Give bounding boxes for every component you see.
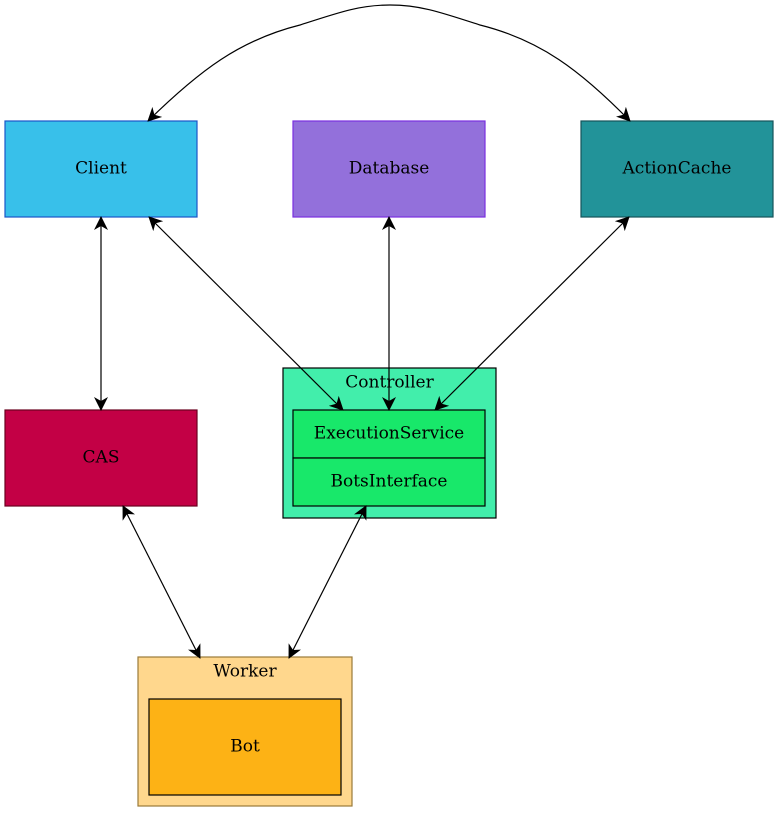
cas-node: CAS [4, 409, 198, 507]
worker-cluster-label: Worker [213, 662, 277, 682]
database-node: Database [292, 120, 486, 218]
execution-service-node: ExecutionService [292, 409, 486, 459]
bot-node-box [148, 698, 342, 796]
action-cache-node-label: ActionCache [622, 159, 732, 179]
action-cache-node: ActionCache [580, 120, 774, 218]
database-node-box [292, 120, 486, 218]
client-node-box [4, 120, 198, 218]
bots-interface-node: BotsInterface [292, 457, 486, 507]
bot-node: Bot [148, 698, 342, 796]
controller-cluster-label: Controller [345, 373, 434, 393]
bots-interface-node-label: BotsInterface [331, 472, 448, 492]
edge-cas-worker [122, 505, 201, 659]
edge-action-cache-execution-service [434, 216, 630, 411]
edges [94, 4, 631, 659]
action-cache-node-box [580, 120, 774, 218]
client-node: Client [4, 120, 198, 218]
execution-service-node-label: ExecutionService [314, 424, 464, 444]
client-node-label: Client [75, 159, 127, 179]
bots-interface-node-box [292, 457, 486, 507]
bot-node-label: Bot [230, 737, 260, 757]
edge-bots-interface-worker [288, 505, 367, 659]
edge-client-execution-service [148, 216, 344, 411]
edge-client-action-cache [147, 4, 631, 122]
cas-node-label: CAS [83, 448, 120, 468]
database-node-label: Database [349, 159, 430, 179]
